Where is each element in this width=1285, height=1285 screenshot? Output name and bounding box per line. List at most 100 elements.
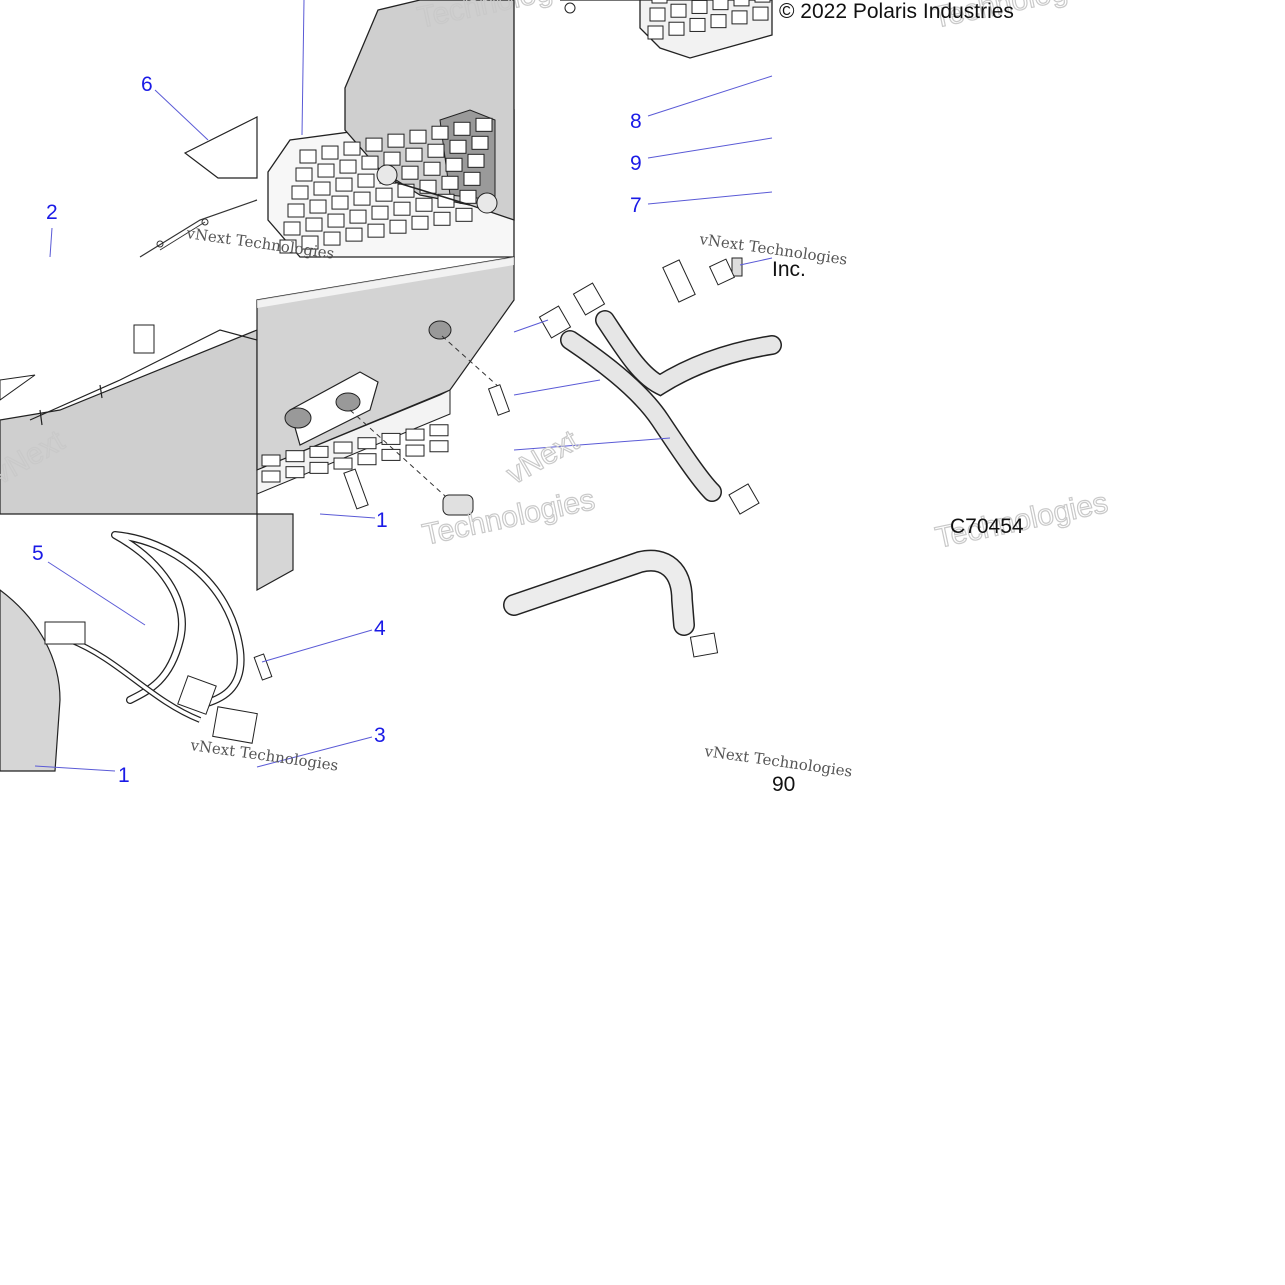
- callout-6: 6: [141, 73, 153, 96]
- tile-bottom-right: [503, 549, 719, 658]
- grid-cell: [285, 466, 305, 479]
- tray-bracket: [560, 0, 773, 59]
- box-corner: [0, 589, 61, 772]
- watermark-small: vNext Technologies: [188, 736, 339, 775]
- hose-clamp: [572, 282, 606, 316]
- tile-top-right: [560, 0, 773, 277]
- grid-cell: [689, 17, 706, 32]
- terminal-post: [376, 164, 398, 186]
- grid-cell: [455, 207, 473, 222]
- grid-cell: [389, 219, 407, 234]
- leader-5: [47, 561, 146, 626]
- grid-cell: [295, 167, 313, 182]
- grid-cell: [649, 7, 666, 22]
- grid-cell: [405, 444, 425, 457]
- grid-cell: [712, 0, 729, 11]
- tile-middle-right: [538, 258, 782, 515]
- grid-cell: [429, 440, 449, 453]
- leader-3: [256, 736, 373, 768]
- grid-cell: [467, 153, 485, 168]
- tile-bottom-center: [253, 513, 294, 681]
- grid-cell: [445, 157, 463, 172]
- grid-cell: [733, 0, 750, 7]
- callout-9: 9: [630, 152, 642, 175]
- grid-cell: [339, 159, 357, 174]
- drawing-code-part: 90: [772, 773, 796, 796]
- mount-plate: [289, 371, 379, 446]
- grid-cell: [381, 448, 401, 461]
- hose-clamp: [728, 483, 760, 515]
- grid-cell: [327, 213, 345, 228]
- pin: [343, 468, 369, 510]
- grid-cell: [357, 173, 375, 188]
- connector-plug: [44, 621, 86, 645]
- tile-bottom-left: [0, 531, 258, 772]
- grid-cell: [405, 428, 425, 441]
- grid-cell: [459, 189, 477, 204]
- grid-cell: [411, 215, 429, 230]
- box-side-panel: [0, 329, 258, 515]
- grid-cell: [357, 453, 377, 466]
- terminal-post: [476, 192, 498, 214]
- grid-top-right: [647, 0, 771, 40]
- pin: [253, 653, 273, 681]
- grid-cell: [343, 141, 361, 156]
- grid-cell: [291, 185, 309, 200]
- grid-cell: [383, 151, 401, 166]
- grid-cell: [393, 201, 411, 216]
- drawing-code: C70454: [950, 515, 1024, 538]
- callout-7: 7: [630, 194, 642, 217]
- grid-cell: [367, 223, 385, 238]
- grid-cell: [299, 149, 317, 164]
- leader-lines: [34, 0, 773, 772]
- grid-cell: [401, 165, 419, 180]
- grid-cell: [309, 445, 329, 458]
- grid-cell: [405, 147, 423, 162]
- grid-cell: [375, 187, 393, 202]
- grid-cell: [371, 205, 389, 220]
- grid-cell: [321, 145, 339, 160]
- tile-top-middle: [267, 0, 515, 258]
- grid-cell: [651, 0, 668, 4]
- callout-5: 5: [32, 542, 44, 565]
- callouts: 6 2 8 9 7 1 5 4 3 1: [32, 73, 642, 787]
- grid-cell: [309, 461, 329, 474]
- grid-cell: [397, 183, 415, 198]
- callout-8: 8: [630, 110, 642, 133]
- grid-cell: [357, 437, 377, 450]
- grid-cell: [331, 195, 349, 210]
- grid-top-middle: [279, 117, 493, 254]
- grid-cell: [670, 3, 687, 18]
- grid-cell: [441, 175, 459, 190]
- copyright-text: © 2022 Polaris Industries: [779, 0, 1014, 23]
- grid-cell: [752, 6, 769, 21]
- grid-cell: [301, 235, 319, 250]
- connector-plug: [177, 675, 217, 715]
- grid-cell: [710, 14, 727, 29]
- grid-cell: [431, 125, 449, 140]
- grid-cell: [345, 227, 363, 242]
- callout-1: 1: [376, 509, 388, 532]
- callout-2: 2: [46, 201, 58, 224]
- tile-middle-left: [0, 324, 258, 515]
- grid-cell: [433, 211, 451, 226]
- grid-cell: [381, 432, 401, 445]
- leader-4: [261, 629, 373, 663]
- grid-cell: [731, 10, 748, 25]
- tile-center: [256, 256, 515, 516]
- grid-cell: [333, 441, 353, 454]
- callout-3: 3: [374, 724, 386, 747]
- grid-cell: [313, 181, 331, 196]
- leader-8: [647, 75, 773, 117]
- grid-cell: [419, 179, 437, 194]
- grid-center: [261, 424, 449, 483]
- grid-cell: [647, 25, 664, 40]
- hose-clamp: [689, 632, 719, 658]
- grid-cell: [475, 117, 493, 132]
- leader-7: [647, 191, 773, 205]
- grid-cell: [287, 203, 305, 218]
- watermark-big: Technologies: [420, 483, 598, 552]
- callout-1b: 1: [118, 764, 130, 787]
- grid-cell: [305, 217, 323, 232]
